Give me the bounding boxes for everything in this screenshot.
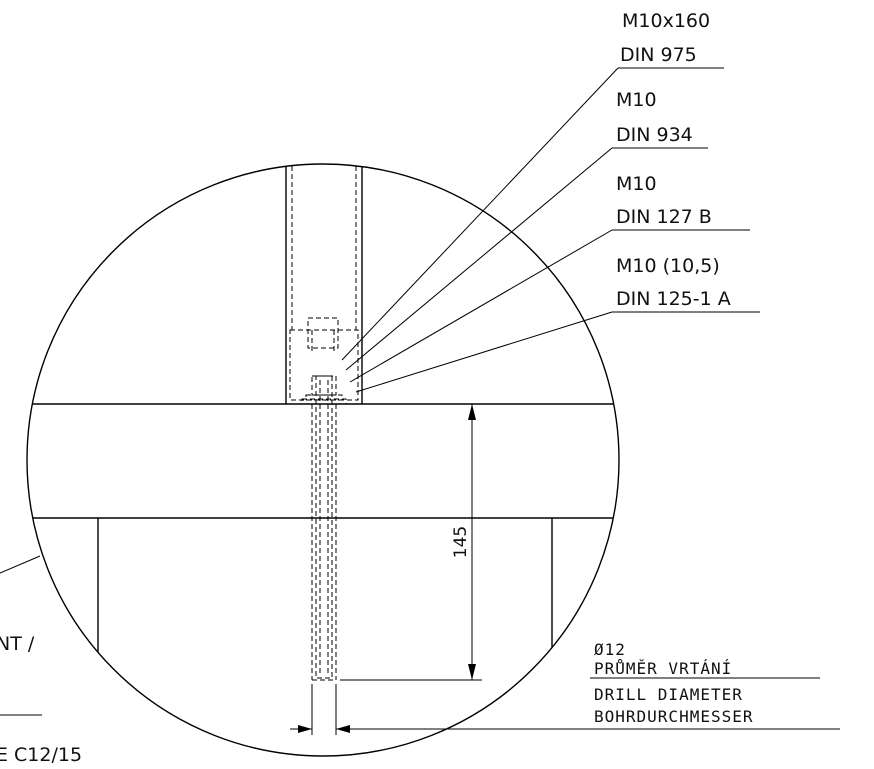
- label-washer-std: DIN 125-1 A: [616, 288, 731, 310]
- section-geometry: [27, 164, 619, 756]
- label-bolt-size: M10x160: [622, 10, 710, 32]
- label-nut-size: M10: [616, 89, 657, 111]
- leader-washer: [355, 311, 613, 393]
- label-spring-washer-size: M10: [616, 173, 657, 195]
- drill-label-en: DRILL DIAMETER: [594, 685, 743, 704]
- label-left-top: NT /: [0, 633, 35, 655]
- drill-diameter: Ø12: [594, 640, 626, 659]
- spring-washer: [305, 394, 343, 401]
- drill-label-de: BOHRDURCHMESSER: [594, 707, 754, 726]
- leader-nut: [345, 147, 613, 371]
- threaded-rod: [315, 375, 333, 679]
- label-bolt-std: DIN 975: [620, 44, 697, 66]
- label-nut-std: DIN 934: [616, 124, 693, 146]
- detail-circle: [26, 163, 620, 757]
- top-nut-hidden: [307, 317, 339, 349]
- leader-spring-washer: [349, 229, 613, 383]
- label-left-bottom: E C12/15: [0, 744, 82, 766]
- dimension-depth: 145: [451, 526, 471, 558]
- drill-label-cz: PRŮMĚR VRTÁNÍ: [594, 659, 732, 678]
- leader-left: [0, 555, 41, 574]
- base-plate: [289, 329, 359, 401]
- label-spring-washer-std: DIN 127 B: [616, 206, 712, 228]
- label-washer-size: M10 (10,5): [616, 255, 720, 277]
- leader-bolt: [341, 67, 619, 361]
